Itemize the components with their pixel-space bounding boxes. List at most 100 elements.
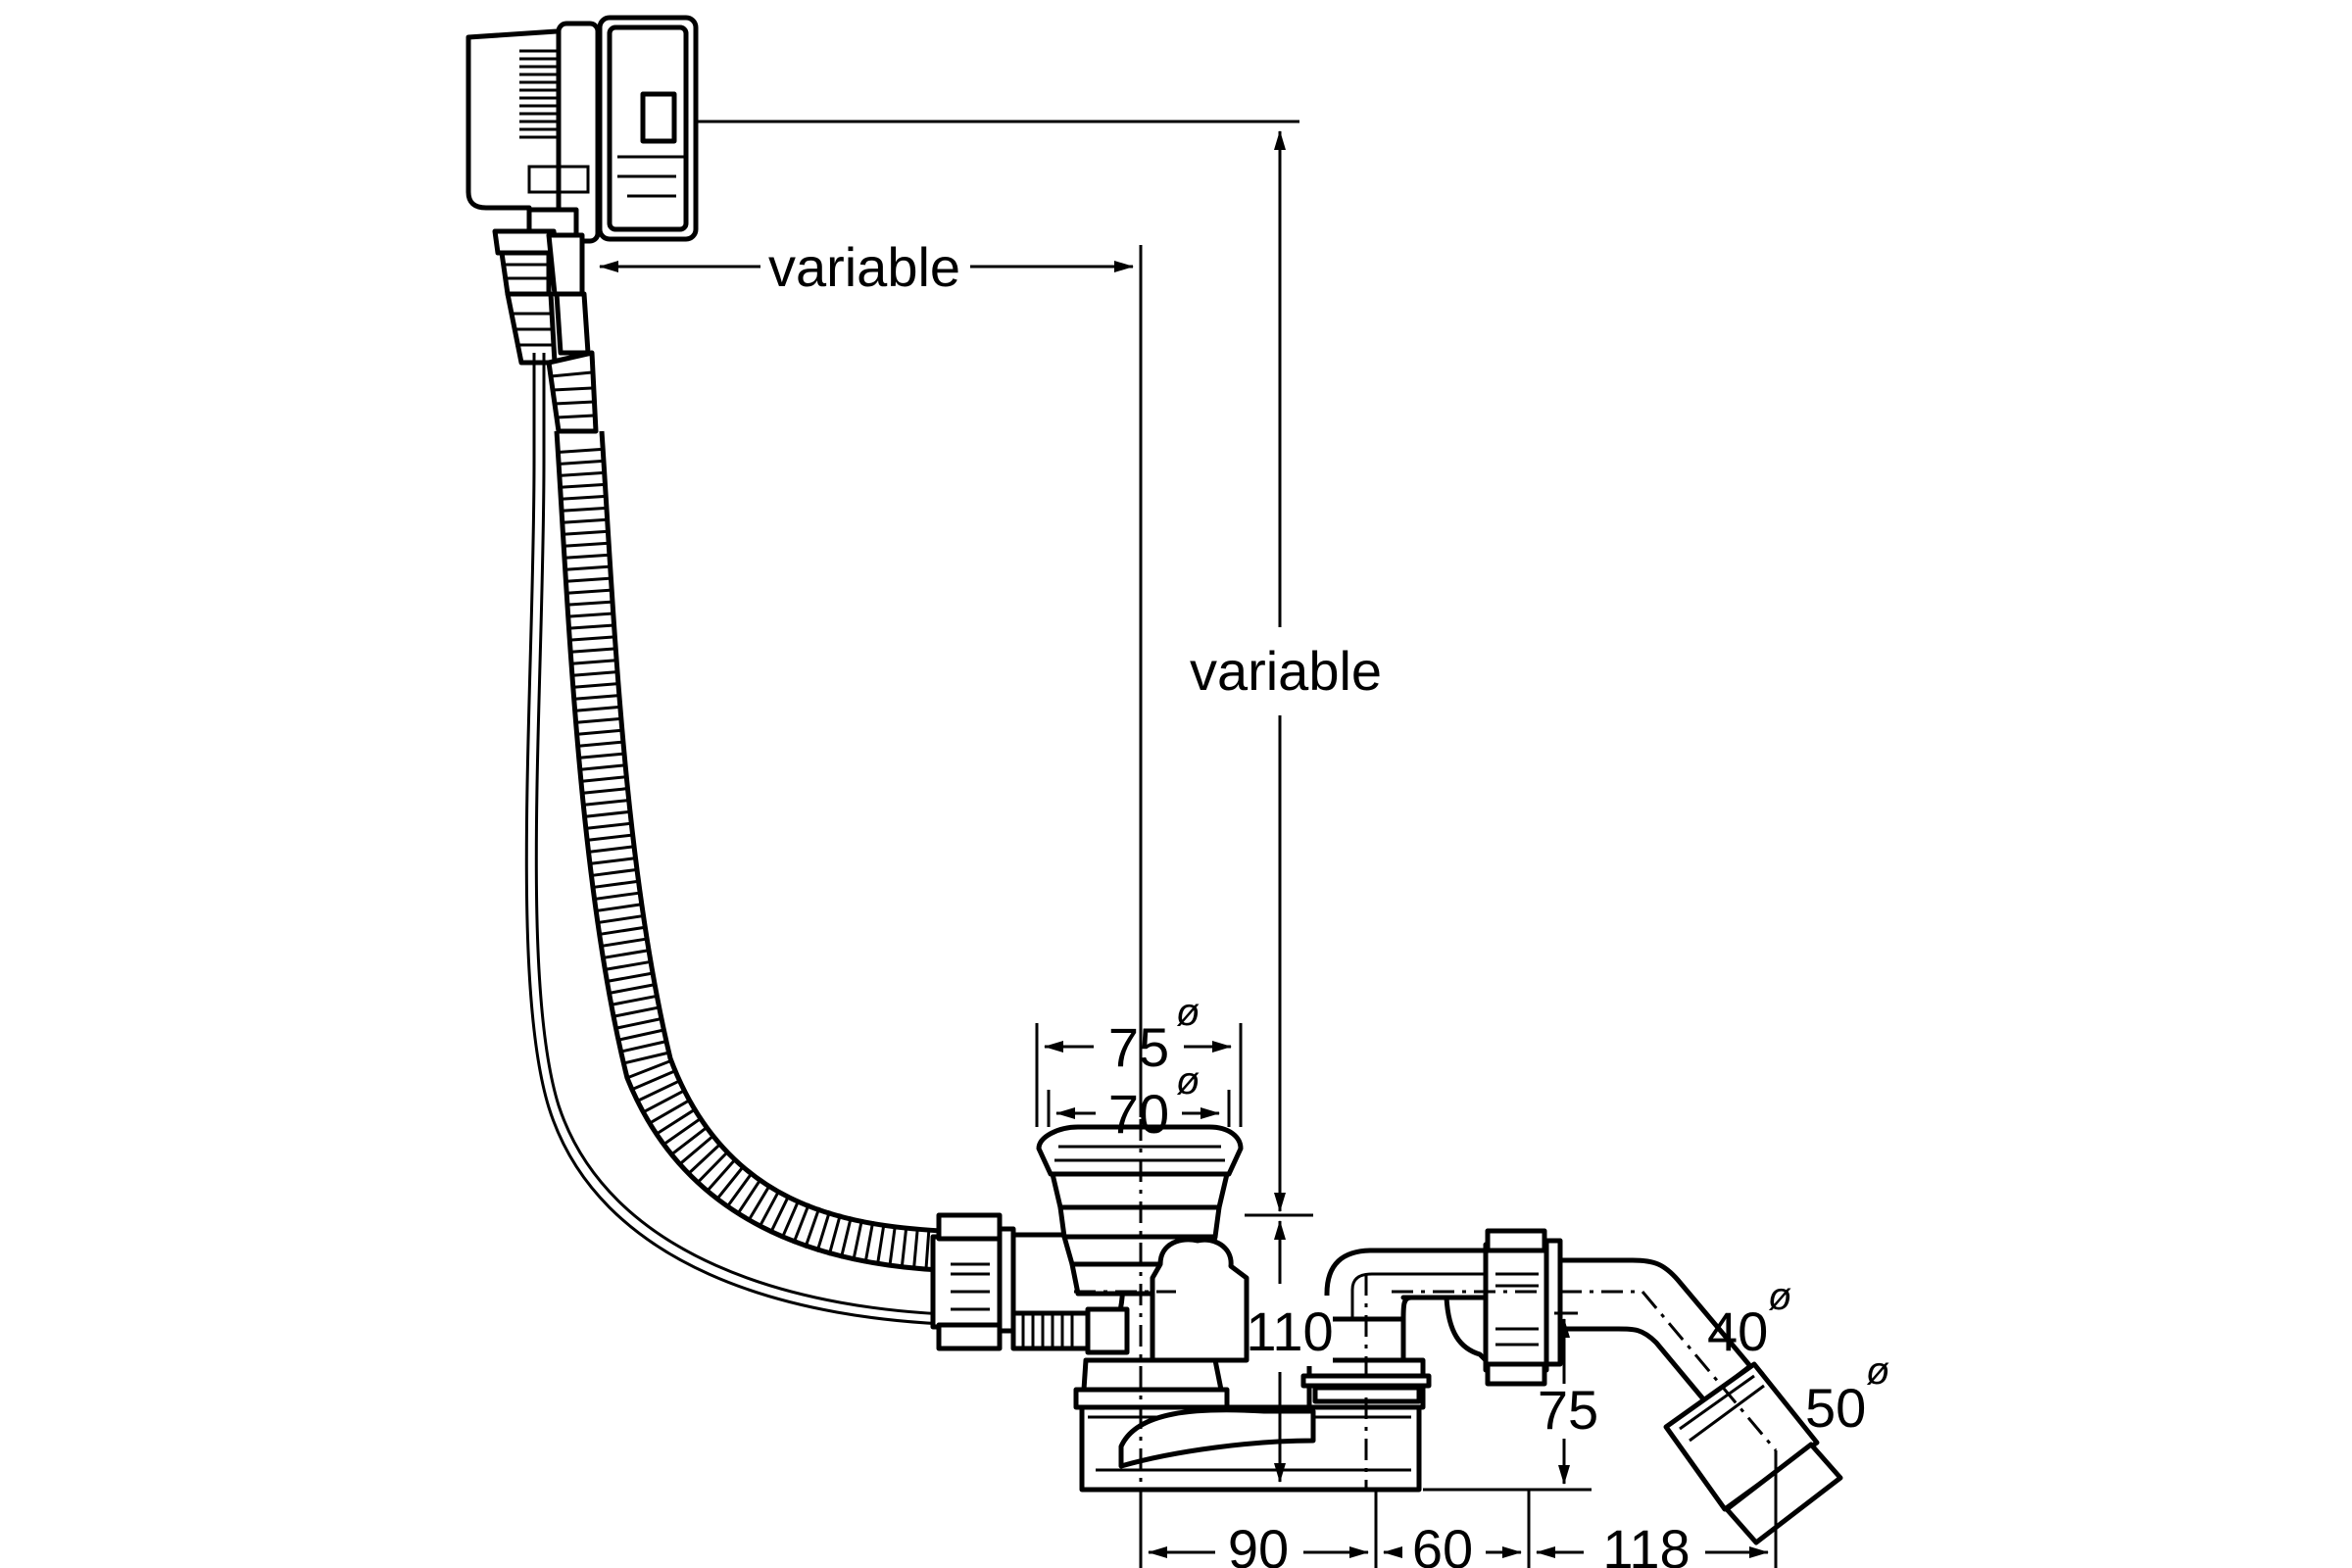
hose-rib xyxy=(571,659,615,665)
height-110-label: 110 xyxy=(1246,1300,1333,1362)
diameter-70-label: 70 xyxy=(1108,1083,1169,1145)
hose-rib xyxy=(600,926,644,936)
hose-rib xyxy=(614,1005,659,1018)
hose-rib xyxy=(725,1171,754,1209)
hose-rib xyxy=(582,787,626,795)
hose-rib xyxy=(650,1100,689,1124)
hose-rib xyxy=(578,740,622,748)
hose-rib xyxy=(714,1165,745,1201)
hose-rib xyxy=(595,891,639,901)
hose-rib xyxy=(638,1080,679,1102)
hose-rib xyxy=(900,1225,908,1269)
hose-rib xyxy=(815,1210,832,1252)
diameter-70-symbol: ø xyxy=(1176,1059,1200,1102)
hose-rib xyxy=(768,1194,791,1235)
hose-rib xyxy=(863,1220,875,1264)
centerlines xyxy=(1074,1119,1778,1490)
hose-rib xyxy=(612,995,656,1006)
hose-rib xyxy=(746,1184,772,1223)
hose-rib xyxy=(567,600,612,607)
hose-rib xyxy=(574,694,618,701)
hose-rib xyxy=(587,833,631,842)
hose-rib xyxy=(573,682,617,689)
hose-rib xyxy=(792,1202,810,1245)
hose-rib xyxy=(564,564,609,571)
hose-rib xyxy=(678,1135,714,1165)
hose-rib xyxy=(579,752,623,760)
pipe-50-symbol: ø xyxy=(1866,1349,1889,1393)
hose-rib xyxy=(602,937,646,948)
hose-rib xyxy=(604,949,648,959)
hose-rib xyxy=(560,483,604,489)
hose-rib xyxy=(567,612,612,618)
hose-rib xyxy=(561,495,605,501)
corrugated-hose-icon xyxy=(524,353,1010,1327)
hose-rib xyxy=(564,541,608,548)
hose-rib xyxy=(628,1059,670,1079)
hose-rib xyxy=(589,845,633,854)
hose-rib xyxy=(619,1028,663,1042)
hose-rib xyxy=(827,1213,843,1256)
pipe-50-label: 50 xyxy=(1805,1377,1866,1439)
hose-rib xyxy=(644,1090,684,1113)
hose-rib xyxy=(590,857,634,865)
hose-rib xyxy=(581,775,625,783)
hose-rib xyxy=(580,763,624,771)
hose-rib xyxy=(888,1224,897,1268)
hose-rib xyxy=(559,471,603,477)
hose-rib xyxy=(633,1070,674,1091)
pipe-40-label: 40 xyxy=(1707,1300,1768,1362)
hose-rib xyxy=(564,553,609,560)
hose-rib xyxy=(839,1216,853,1259)
pipe-40-symbol: ø xyxy=(1768,1275,1791,1318)
hose-rib xyxy=(911,1227,919,1271)
hose-rib xyxy=(566,588,611,595)
height-75-label: 75 xyxy=(1538,1379,1598,1441)
overflow-head-icon xyxy=(466,15,699,434)
hose-rib xyxy=(586,821,630,830)
spacing-118-label: 118 xyxy=(1602,1518,1690,1568)
hose-rib xyxy=(621,1040,665,1054)
hose-rib xyxy=(558,460,602,466)
dimension-labels: variable variable 75 ø 70 ø 110 75 40 ø … xyxy=(760,231,1889,1568)
hose-rib xyxy=(610,983,654,995)
hose-rib xyxy=(568,623,612,630)
hose-rib xyxy=(565,576,610,583)
diameter-75-label: 75 xyxy=(1108,1016,1169,1078)
diameter-75-symbol: ø xyxy=(1176,991,1200,1034)
hose-rib xyxy=(577,728,621,736)
hose-rib xyxy=(575,706,619,712)
hose-rib xyxy=(570,647,614,654)
hose-rib xyxy=(569,635,613,642)
hose-rib xyxy=(735,1178,762,1216)
hose-rib xyxy=(585,810,629,818)
hose-rib xyxy=(804,1206,821,1249)
hose-rib xyxy=(687,1143,721,1175)
vertical-variable-label: variable xyxy=(1190,640,1382,702)
hose-rib xyxy=(576,717,620,724)
spacing-90-label: 90 xyxy=(1228,1518,1289,1568)
hose-rib xyxy=(706,1157,737,1193)
horizontal-variable-label: variable xyxy=(768,236,960,298)
hose-rib xyxy=(563,529,607,536)
hose-rib xyxy=(561,507,605,513)
hose-rib xyxy=(924,1228,931,1272)
hose-rib xyxy=(608,971,652,983)
hose-rib xyxy=(597,903,641,912)
drain-trap-icon xyxy=(1036,1124,1843,1545)
hose-rib xyxy=(592,868,636,877)
hose-rib xyxy=(780,1199,801,1240)
hose-rib xyxy=(875,1222,886,1266)
hose-rib xyxy=(557,448,602,454)
hose-rib xyxy=(598,914,642,924)
hose-rib xyxy=(624,1052,668,1065)
hose-rib xyxy=(696,1151,729,1184)
hose-rib xyxy=(593,880,637,889)
hose-rib xyxy=(656,1108,695,1135)
hose-rib xyxy=(616,1017,661,1030)
hose-rib xyxy=(663,1117,701,1146)
spacing-60-label: 60 xyxy=(1412,1518,1473,1568)
hose-rib xyxy=(606,960,650,971)
